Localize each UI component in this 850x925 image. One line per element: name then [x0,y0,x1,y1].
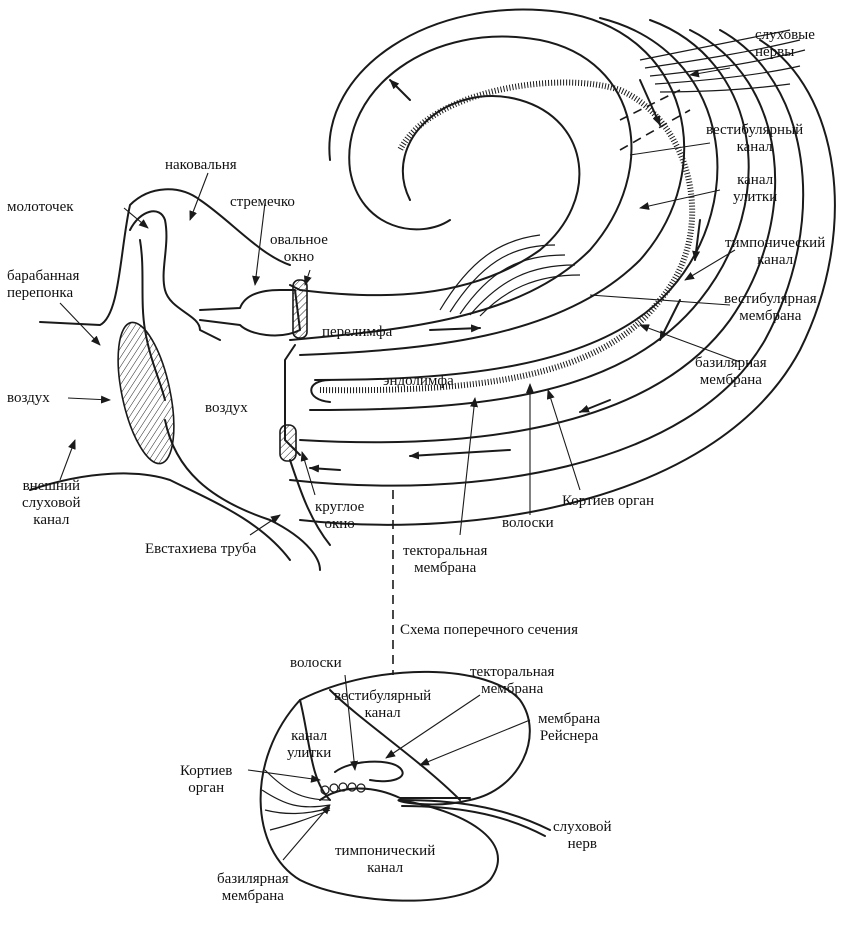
label-text: канал улитки [733,172,778,205]
label-text: вестибулярный канал [334,688,432,721]
label-text: вестибулярная мембрана [724,291,817,324]
label-round-window: круглое окно [315,499,364,533]
label-cochlear-duct: канал улитки [733,172,777,206]
label-text: текторальная мембрана [470,664,555,697]
label-text: молоточек [7,199,74,215]
label-text: канал улитки [287,728,332,761]
label-text: мембрана Рейснера [538,711,601,744]
label-text: Кортиев орган [562,493,654,509]
label-basilar-membrane: базилярная мембрана [695,355,767,389]
label-text: тимпонический канал [335,843,436,876]
label-text: волоски [290,655,342,671]
label-text: эндолимфа [383,373,454,389]
label-hairs: волоски [502,515,554,532]
label-organ-of-corti: Кортиев орган [562,493,654,510]
label-endolymph: эндолимфа [383,373,454,390]
label-text: круглое окно [315,499,365,532]
label-text: внешний слуховой канал [22,478,81,528]
eardrum-shape [117,321,175,465]
label-air-middle: воздух [205,400,248,417]
label-oval-window: овальное окно [270,232,328,266]
middle-ear [29,188,331,571]
label-text: текторальная мембрана [403,543,488,576]
cs-label-tympanic-canal: тимпонический канал [335,843,435,877]
label-text: перелимфа [322,324,393,340]
label-incus: наковальня [165,157,237,174]
cs-label-reissner-membrane: мембрана Рейснера [538,711,600,745]
cochlea-spiral [289,8,836,526]
label-perilymph: перелимфа [322,324,392,341]
label-vestibular-membrane: вестибулярная мембрана [724,291,817,325]
label-malleus: молоточек [7,199,74,216]
label-text: барабанная перепонка [7,268,80,301]
label-text: воздух [7,390,50,406]
cs-label-tectorial-membrane: текторальная мембрана [470,664,554,698]
cs-label-hairs: волоски [290,655,342,672]
cs-label-auditory-nerve: слуховой нерв [553,819,612,853]
cs-label-vestibular-canal: вестибулярный канал [334,688,431,722]
label-tympanic-canal: тимпонический канал [725,235,825,269]
label-text: Евстахиева труба [145,541,257,557]
label-text: воздух [205,400,248,416]
leader-lines [59,67,741,861]
label-stapes: стремечко [230,194,295,211]
label-tectorial-membrane: текторальная мембрана [403,543,487,577]
label-vestibular-canal: вестибулярный канал [706,122,803,156]
label-text: слуховой нерв [553,819,612,852]
label-text: Кортиев орган [180,763,233,796]
label-text: базилярная мембрана [695,355,767,388]
oval-window-shape [292,279,308,339]
label-text: наковальня [165,157,237,173]
cs-label-organ-of-corti: Кортиев орган [180,763,232,797]
cross-section-caption: Схема поперечного сечения [400,622,578,639]
label-auditory-nerves: слуховые нервы [755,27,815,61]
label-text: тимпонический канал [725,235,826,268]
label-eardrum: барабанная перепонка [7,268,79,302]
label-text: стремечко [230,194,295,210]
cs-label-cochlear-duct: канал улитки [287,728,331,762]
label-air-outer: воздух [7,390,50,407]
label-text: вестибулярный канал [706,122,804,155]
label-text: волоски [502,515,554,531]
label-text: базилярная мембрана [217,871,289,904]
label-text: Схема поперечного сечения [400,622,578,638]
label-text: слуховые нервы [755,27,815,60]
label-ear-canal: внешний слуховой канал [22,478,81,529]
round-window-shape [279,424,297,462]
cs-label-basilar-membrane: базилярная мембрана [217,871,289,905]
label-eustachian-tube: Евстахиева труба [145,541,256,558]
label-text: овальное окно [270,232,328,265]
